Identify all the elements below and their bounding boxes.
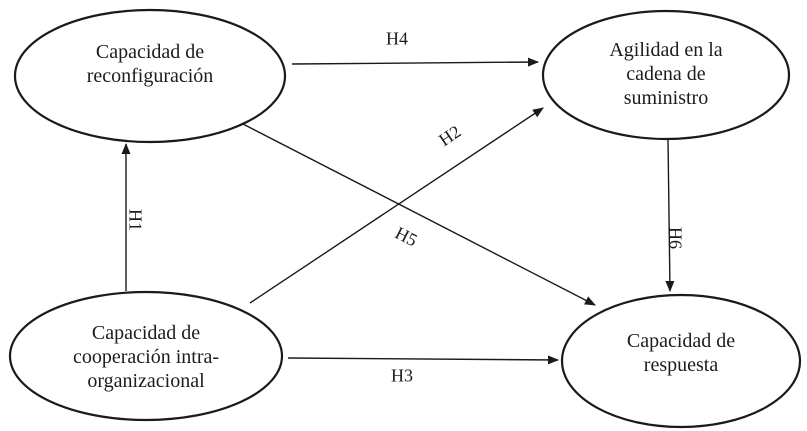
edge-h3-arrow (287, 355, 559, 365)
edge-h2-arrow (249, 107, 544, 304)
edge-h4-arrow (291, 57, 539, 67)
node-ellipse-reconfiguracion (13, 8, 287, 144)
edge-h5-arrow (242, 123, 596, 306)
node-ellipse-cooperacion (8, 290, 284, 422)
edge-h6-arrow (665, 138, 675, 292)
node-ellipse-respuesta (560, 293, 802, 429)
node-ellipse-agilidad (541, 9, 791, 141)
